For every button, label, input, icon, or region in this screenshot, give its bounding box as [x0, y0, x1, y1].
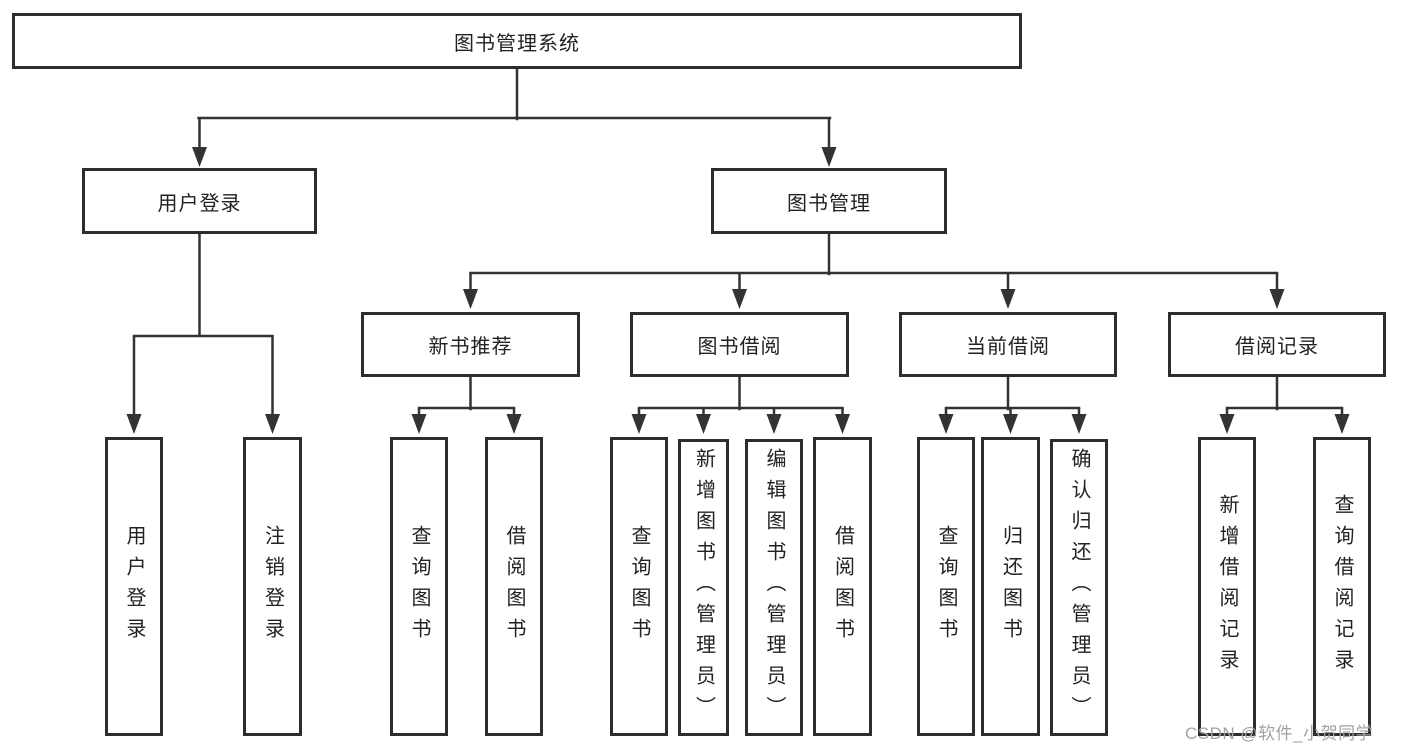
node-book-mgmt-label: 图书管理 [787, 192, 871, 215]
arrow [938, 414, 954, 434]
leaf-bb-borrow-books-label: 借阅图书 [831, 524, 854, 649]
leaf-nbr-query-books: 查询图书 [390, 437, 448, 736]
leaf-cb-return-books: 归还图书 [981, 437, 1040, 736]
arrow [463, 289, 478, 309]
node-new-book-rec-label: 新书推荐 [428, 336, 513, 358]
node-current-borrow: 当前借阅 [899, 312, 1117, 377]
node-current-borrow-label: 当前借阅 [966, 336, 1050, 358]
node-borrow-records: 借阅记录 [1168, 312, 1386, 377]
leaf-bb-edit-books-admin-label: 编辑图书（管理员） [763, 448, 785, 727]
node-book-mgmt: 图书管理 [711, 168, 947, 234]
connector-user-login-to-leaves [126, 231, 280, 434]
leaf-cb-query-books-label: 查询图书 [935, 524, 957, 649]
arrow-to-book-mgmt [821, 147, 837, 167]
arrow [766, 414, 782, 434]
arrow-to-user-login [192, 147, 207, 167]
arrow [835, 414, 850, 434]
leaf-cb-query-books: 查询图书 [917, 437, 975, 736]
leaf-user-login: 用户登录 [105, 437, 163, 736]
node-root-label: 图书管理系统 [454, 32, 580, 55]
arrow [1071, 414, 1087, 434]
arrow [126, 414, 142, 434]
node-book-borrow-label: 图书借阅 [697, 336, 782, 358]
leaf-bb-query-books-label: 查询图书 [628, 524, 650, 649]
arrow [732, 289, 747, 309]
connector-borrow-records-to-leaves [1219, 375, 1350, 434]
arrow [631, 414, 647, 434]
node-user-login-label: 用户登录 [157, 192, 242, 215]
node-new-book-rec: 新书推荐 [361, 312, 580, 377]
arrow [265, 414, 280, 434]
arrow [1000, 289, 1016, 309]
leaf-bb-add-books-admin-label: 新增图书（管理员） [692, 448, 715, 727]
arrow [1003, 414, 1018, 434]
connector-book-borrow-to-leaves [631, 375, 850, 434]
leaf-br-add-record-label: 新增借阅记录 [1216, 493, 1238, 680]
arrow [1334, 414, 1350, 434]
connector-current-borrow-to-leaves [938, 375, 1087, 434]
node-root: 图书管理系统 [12, 13, 1022, 69]
leaf-cb-confirm-return-admin-label: 确认归还（管理员） [1068, 448, 1090, 727]
leaf-br-query-record-label: 查询借阅记录 [1331, 493, 1353, 680]
leaf-bb-query-books: 查询图书 [610, 437, 668, 736]
leaf-br-query-record: 查询借阅记录 [1313, 437, 1371, 736]
leaf-bb-borrow-books: 借阅图书 [813, 437, 872, 736]
leaf-logout-label: 注销登录 [261, 524, 284, 649]
node-book-borrow: 图书借阅 [630, 312, 849, 377]
leaf-nbr-borrow-books: 借阅图书 [485, 437, 543, 736]
leaf-bb-edit-books-admin: 编辑图书（管理员） [745, 439, 803, 736]
node-user-login: 用户登录 [82, 168, 317, 234]
leaf-nbr-query-books-label: 查询图书 [408, 524, 430, 649]
connector-root-to-level2 [192, 66, 837, 167]
leaf-nbr-borrow-books-label: 借阅图书 [503, 524, 525, 649]
connector-book-mgmt-to-level3 [463, 231, 1285, 309]
leaf-cb-confirm-return-admin: 确认归还（管理员） [1050, 439, 1108, 736]
arrow [1269, 289, 1285, 309]
node-borrow-records-label: 借阅记录 [1235, 336, 1319, 358]
connector-new-book-rec-to-leaves [411, 375, 522, 434]
leaf-cb-return-books-label: 归还图书 [999, 524, 1022, 649]
arrow [696, 414, 711, 434]
arrow [506, 414, 522, 434]
arrow [1219, 414, 1235, 434]
leaf-bb-add-books-admin: 新增图书（管理员） [678, 439, 729, 736]
leaf-br-add-record: 新增借阅记录 [1198, 437, 1256, 736]
arrow [411, 414, 427, 434]
csdn-watermark: CSDN @软件_小贺同学 [1185, 724, 1374, 743]
leaf-logout: 注销登录 [243, 437, 302, 736]
leaf-user-login-label: 用户登录 [123, 524, 145, 649]
